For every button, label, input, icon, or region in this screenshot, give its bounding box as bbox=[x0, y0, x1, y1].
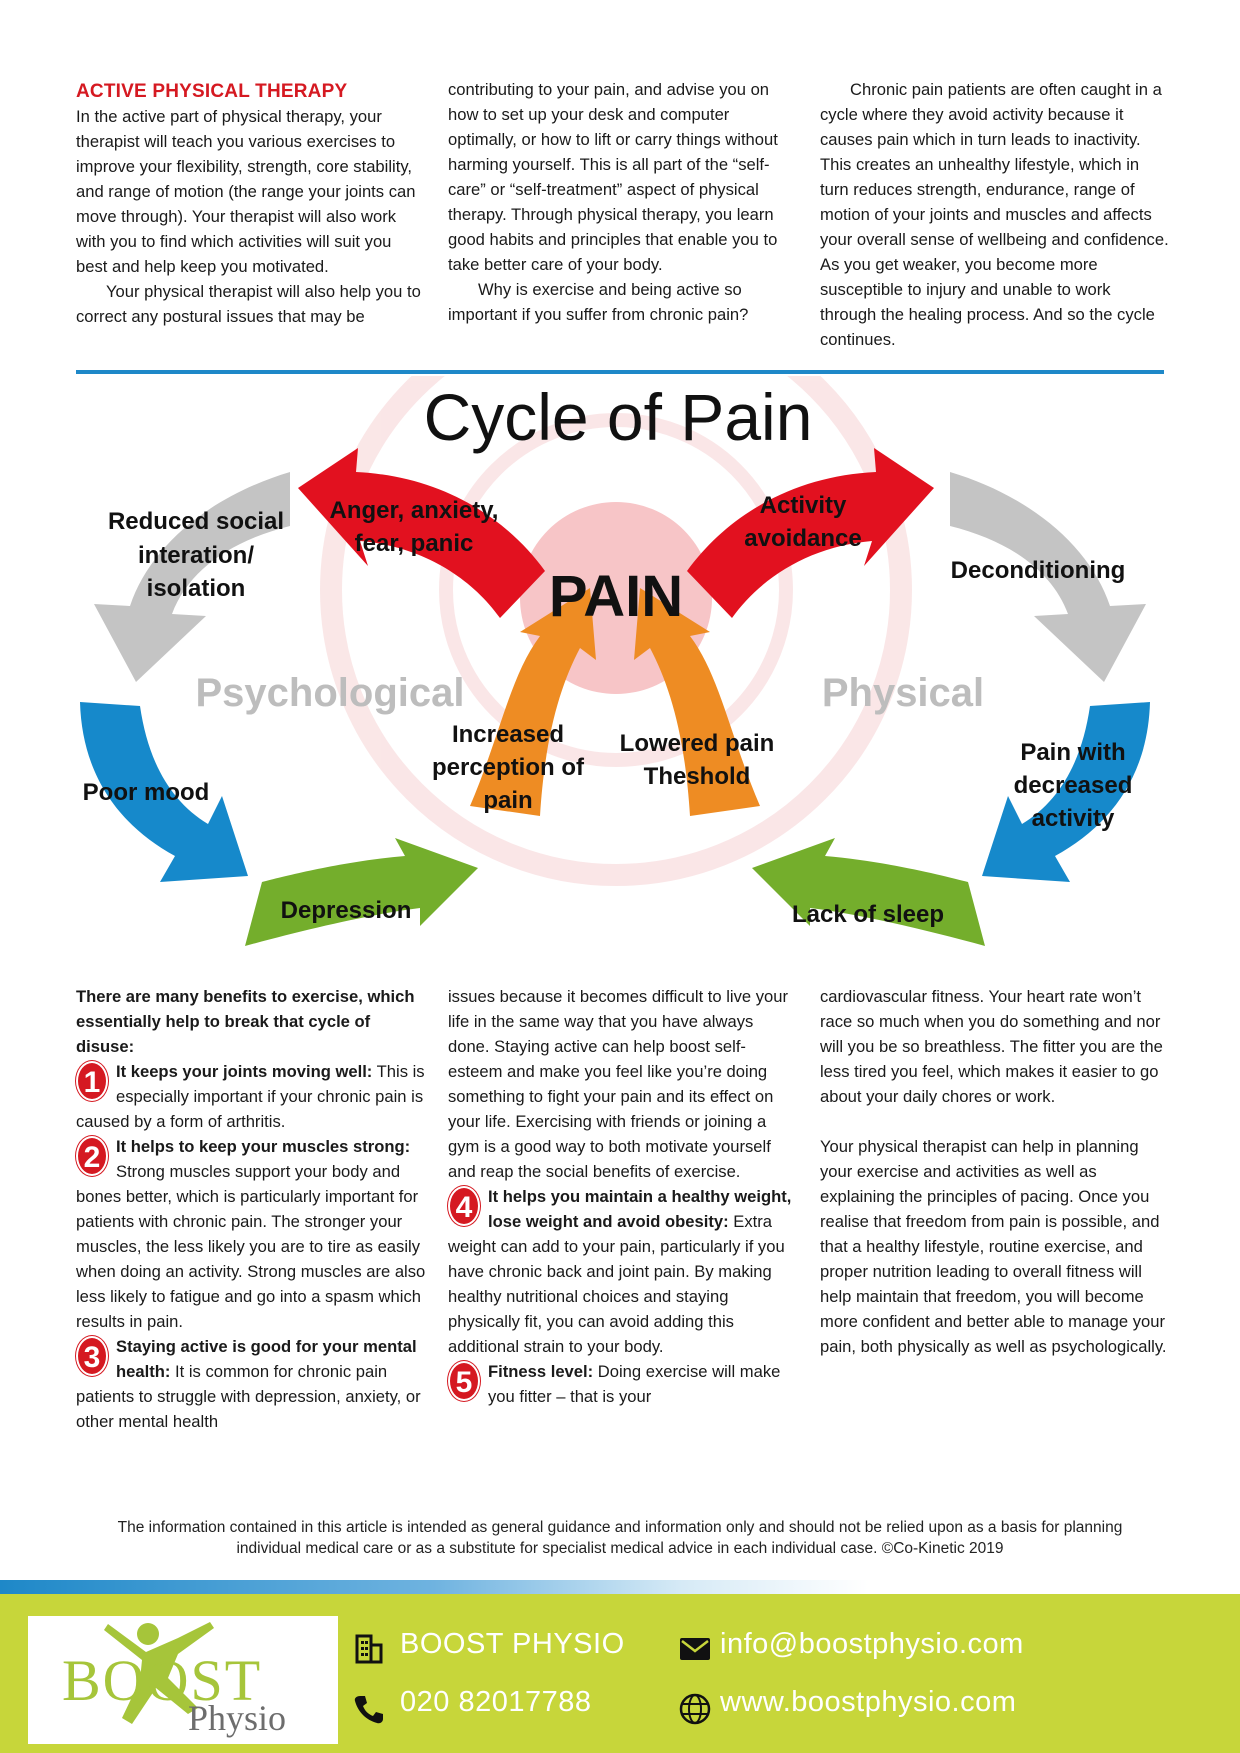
footer: BOOST Physio BOOST PHYSIO 020 82017788 i… bbox=[0, 1594, 1240, 1753]
paragraph: issues because it becomes difficult to l… bbox=[448, 987, 789, 1181]
node-lack-of-sleep-label: Lack of sleep bbox=[792, 901, 944, 928]
number-badge: 1 bbox=[76, 1061, 108, 1101]
bottom-column-2: issues because it becomes difficult to l… bbox=[448, 984, 798, 1409]
bottom-column-1: There are many benefits to exercise, whi… bbox=[76, 984, 426, 1434]
paragraph: contributing to your pain, and advise yo… bbox=[448, 80, 778, 274]
node-pain-decreased-activity-label: Pain with bbox=[1020, 739, 1125, 766]
benefit-lead: It keeps your joints moving well: bbox=[116, 1062, 373, 1081]
number-badge: 5 bbox=[448, 1361, 480, 1401]
benefit-text: Strong muscles support your body and bon… bbox=[76, 1162, 426, 1331]
node-lowered-threshold-label: Lowered pain bbox=[620, 730, 775, 757]
phone-icon bbox=[354, 1696, 383, 1724]
section-divider bbox=[76, 370, 1164, 374]
number-badge: 2 bbox=[76, 1136, 108, 1176]
node-reduced-social-label: interation/ bbox=[138, 542, 254, 569]
node-increased-perception-label: pain bbox=[483, 787, 532, 814]
grey-arrow-left bbox=[94, 472, 290, 682]
benefit-item-5: 5 Fitness level: Doing exercise will make… bbox=[448, 1359, 798, 1409]
paragraph: cardiovascular fitness. Your heart rate … bbox=[820, 987, 1163, 1106]
diagram-title: Cycle of Pain bbox=[424, 380, 813, 454]
paragraph: Chronic pain patients are often caught i… bbox=[820, 80, 1169, 349]
paragraph: Your physical therapist can help in plan… bbox=[820, 1137, 1167, 1356]
green-arrow-right bbox=[752, 838, 985, 946]
company-name: BOOST PHYSIO bbox=[400, 1628, 625, 1660]
logo-physio-text: Physio bbox=[188, 1698, 286, 1738]
node-reduced-social-label: isolation bbox=[147, 575, 246, 602]
benefit-lead: It helps to keep your muscles strong: bbox=[116, 1137, 411, 1156]
benefit-lead: Staying active is good for your mental h… bbox=[116, 1337, 417, 1381]
node-depression-label: Depression bbox=[281, 897, 412, 924]
psychological-label: Psychological bbox=[196, 671, 465, 715]
paragraph: Your physical therapist will also help y… bbox=[76, 282, 421, 326]
globe-icon bbox=[679, 1693, 711, 1725]
center-pain-label: PAIN bbox=[549, 564, 683, 629]
orange-arrow-left bbox=[470, 588, 596, 816]
benefit-text: Doing exercise will make you fitter – th… bbox=[488, 1362, 781, 1406]
top-column-1: ACTIVE PHYSICAL THERAPY In the active pa… bbox=[76, 80, 422, 329]
node-reduced-social-label: Reduced social bbox=[108, 508, 284, 535]
benefits-intro: There are many benefits to exercise, whi… bbox=[76, 987, 415, 1056]
benefit-item-1: 1 It keeps your joints moving well: This … bbox=[76, 1059, 426, 1134]
node-anger-label: Anger, anxiety, bbox=[330, 497, 499, 524]
benefit-lead: Fitness level: bbox=[488, 1362, 594, 1381]
top-column-2: contributing to your pain, and advise yo… bbox=[448, 77, 798, 327]
number-badge: 3 bbox=[76, 1336, 108, 1376]
benefit-text: Extra weight can add to your pain, parti… bbox=[448, 1212, 785, 1356]
paragraph-gap bbox=[820, 1109, 1170, 1134]
envelope-icon bbox=[680, 1638, 710, 1660]
section-heading: ACTIVE PHYSICAL THERAPY bbox=[76, 81, 348, 102]
blue-arrow-left bbox=[80, 702, 248, 882]
node-anger-label: fear, panic bbox=[355, 530, 474, 557]
building-icon bbox=[355, 1634, 383, 1664]
bottom-column-3: cardiovascular fitness. Your heart rate … bbox=[820, 984, 1170, 1359]
node-deconditioning-label: Deconditioning bbox=[951, 557, 1126, 584]
red-arrow-right bbox=[687, 448, 934, 618]
node-activity-avoidance-label: avoidance bbox=[744, 525, 861, 552]
boost-physio-logo: BOOST Physio bbox=[28, 1616, 338, 1744]
grey-arrow-right bbox=[950, 472, 1146, 682]
orange-arrow-right bbox=[634, 588, 760, 816]
benefit-text: It is common for chronic pain patients t… bbox=[76, 1362, 421, 1431]
paragraph: In the active part of physical therapy, … bbox=[76, 107, 416, 276]
cycle-of-pain-diagram: Cycle of Pain PAIN Psychological Physica… bbox=[80, 376, 1150, 946]
physical-label: Physical bbox=[822, 671, 984, 715]
email-link[interactable]: info@boostphysio.com bbox=[720, 1628, 1024, 1660]
node-increased-perception-label: Increased bbox=[452, 721, 564, 748]
number-badge: 4 bbox=[448, 1186, 480, 1226]
logo-figure-icon: BOOST Physio bbox=[62, 1622, 286, 1738]
benefit-text: This is especially important if your chr… bbox=[76, 1062, 425, 1131]
node-activity-avoidance-label: Activity bbox=[760, 492, 847, 519]
background-rings bbox=[320, 376, 912, 886]
paragraph: Why is exercise and being active so impo… bbox=[448, 280, 749, 324]
disclaimer: The information contained in this articl… bbox=[117, 1519, 1123, 1557]
node-pain-decreased-activity-label: decreased bbox=[1014, 772, 1133, 799]
node-increased-perception-label: perception of bbox=[432, 754, 585, 781]
website-link[interactable]: www.boostphysio.com bbox=[720, 1686, 1017, 1718]
blue-arrow-right bbox=[982, 702, 1150, 882]
top-column-3: Chronic pain patients are often caught i… bbox=[820, 77, 1170, 352]
logo-boost-text: BOOST bbox=[62, 1648, 262, 1713]
node-poor-mood-label: Poor mood bbox=[83, 779, 210, 806]
red-arrow-left bbox=[298, 448, 545, 618]
footer-gradient-strip bbox=[0, 1580, 1240, 1594]
benefit-item-2: 2 It helps to keep your muscles strong: S… bbox=[76, 1134, 426, 1334]
phone-number[interactable]: 020 82017788 bbox=[400, 1686, 592, 1718]
node-lowered-threshold-label: Theshold bbox=[644, 763, 751, 790]
benefit-lead: It helps you maintain a healthy weight, … bbox=[488, 1187, 792, 1231]
node-pain-decreased-activity-label: activity bbox=[1032, 805, 1115, 832]
green-arrow-left bbox=[245, 838, 478, 946]
